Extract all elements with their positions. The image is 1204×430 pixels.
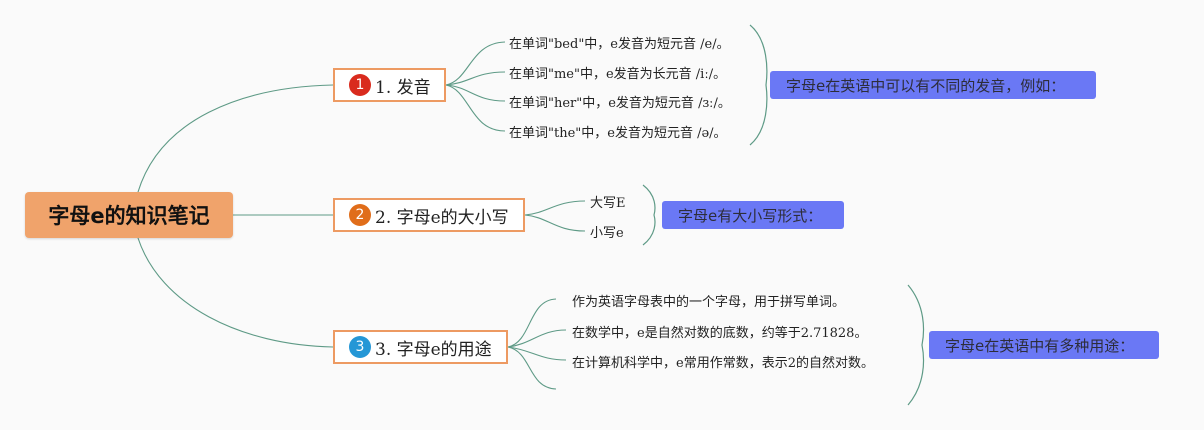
b3-link-3 [507, 346, 567, 361]
branch-uses[interactable]: 3 3. 字母e的用途 [333, 330, 508, 364]
b2-link-2 [524, 214, 586, 232]
number-badge-1-icon: 1 [349, 74, 371, 96]
leaf-uppercase[interactable]: 大写E [590, 196, 626, 211]
leaf-use-math[interactable]: 在数学中，e是自然对数的底数，约等于2.71828。 [572, 326, 868, 341]
b1-link-3 [445, 84, 506, 102]
leaf-pron-bed[interactable]: 在单词"bed"中，e发音为短元音 /e/。 [509, 37, 730, 52]
root-topic[interactable]: 字母e的知识笔记 [25, 192, 233, 238]
leaf-pron-her[interactable]: 在单词"her"中，e发音为短元音 /ɜː/。 [509, 96, 731, 111]
summary-brace-1 [749, 24, 768, 146]
branch-label: 2. 字母e的大小写 [375, 207, 509, 228]
summary-case[interactable]: 字母e有大小写形式： [662, 201, 844, 229]
b1-link-1 [445, 41, 506, 86]
branch-label: 3. 字母e的用途 [375, 339, 492, 360]
leaf-lowercase[interactable]: 小写e [590, 226, 624, 241]
number-badge-3-icon: 3 [349, 336, 371, 358]
b2-link-1 [524, 200, 586, 216]
b1-link-4 [445, 84, 506, 132]
number-badge-2-icon: 2 [349, 204, 371, 226]
summary-pronunciation[interactable]: 字母e在英语中可以有不同的发音，例如： [770, 71, 1096, 99]
summary-uses[interactable]: 字母e在英语中有多种用途： [929, 331, 1159, 359]
leaf-pron-the[interactable]: 在单词"the"中，e发音为短元音 /ə/。 [509, 126, 727, 141]
branch-label: 1. 发音 [375, 77, 431, 98]
leaf-use-cs[interactable]: 在计算机科学中，e常用作常数，表示2的自然对数。 [572, 356, 874, 371]
summary-brace-3 [907, 284, 925, 406]
b3-link-4 [507, 346, 557, 390]
b1-link-2 [445, 71, 506, 86]
branch-pronunciation[interactable]: 1 1. 发音 [333, 68, 446, 102]
b3-link-2 [507, 329, 567, 348]
leaf-pron-me[interactable]: 在单词"me"中，e发音为长元音 /iː/。 [509, 67, 727, 82]
summary-brace-2 [642, 184, 656, 246]
leaf-use-spelling[interactable]: 作为英语字母表中的一个字母，用于拼写单词。 [572, 295, 846, 310]
b3-link-1 [507, 298, 557, 348]
root-link-3 [137, 237, 334, 348]
root-link-1 [137, 84, 334, 193]
branch-case[interactable]: 2 2. 字母e的大小写 [333, 198, 525, 232]
